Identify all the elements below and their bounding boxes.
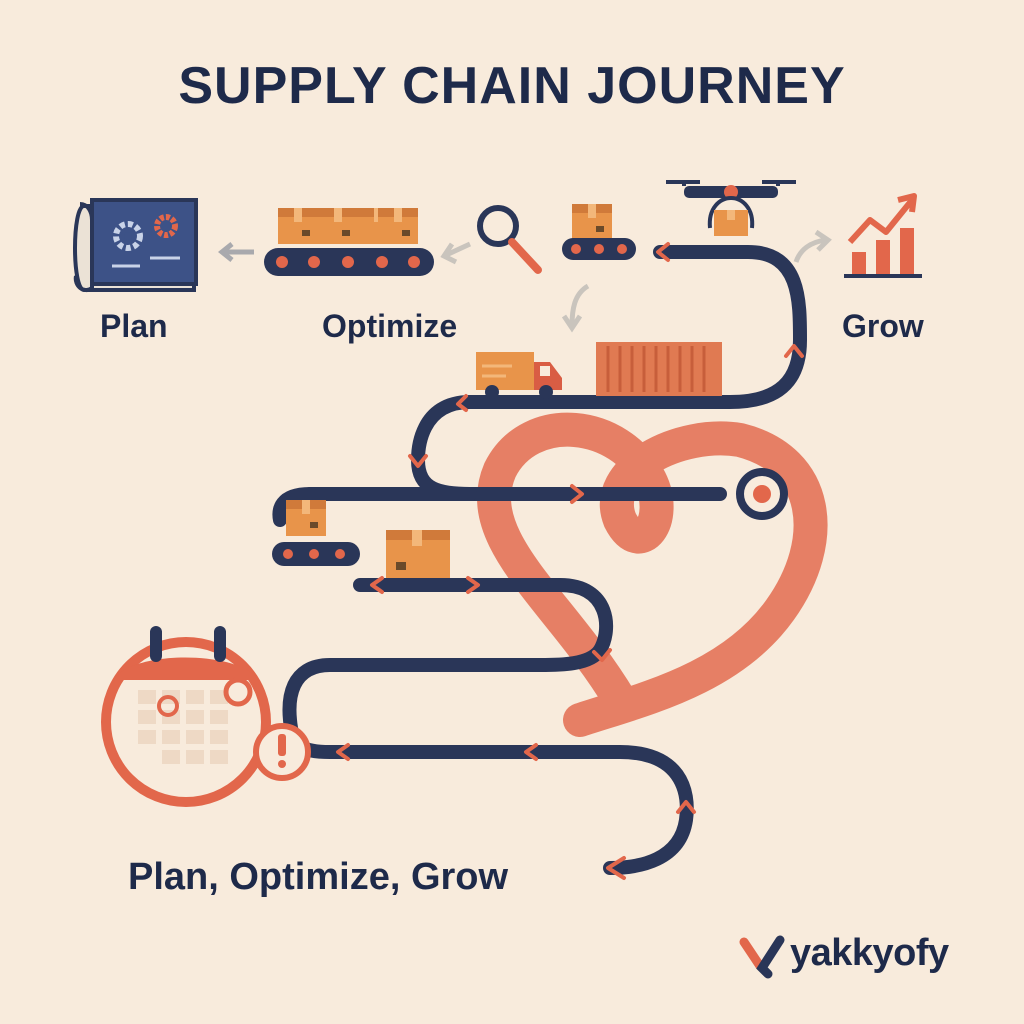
path-arrows [336, 242, 804, 880]
stage-label-optimize: Optimize [322, 308, 458, 344]
arrow-left-icon [217, 242, 254, 262]
blueprint-gears-icon [73, 198, 198, 293]
lower-conveyor-icon [272, 500, 360, 566]
package-box-icon [386, 530, 450, 578]
journey-path [272, 245, 808, 875]
shipping-container-icon [596, 342, 722, 396]
magnifier-icon [477, 205, 542, 274]
brand: yakkyofy [790, 932, 949, 975]
small-conveyor-icon [562, 204, 636, 260]
calendar-alert-icon [101, 626, 311, 807]
brand-name: yakkyofy [790, 932, 949, 974]
stage-label-plan: Plan [100, 308, 168, 344]
arrow-right-icon [793, 229, 832, 263]
arrow-left-icon-2 [440, 241, 472, 265]
page-title: SUPPLY CHAIN JOURNEY [178, 57, 846, 115]
growth-chart-icon [844, 193, 922, 278]
tagline: Plan, Optimize, Grow [128, 856, 509, 898]
conveyor-boxes-icon [264, 208, 434, 276]
drone-icon [666, 180, 796, 236]
target-icon [736, 468, 788, 520]
arrow-down-icon [561, 283, 590, 333]
truck-icon [476, 352, 562, 399]
yakkyofy-logo-icon [739, 935, 785, 979]
stage-label-grow: Grow [842, 308, 924, 344]
